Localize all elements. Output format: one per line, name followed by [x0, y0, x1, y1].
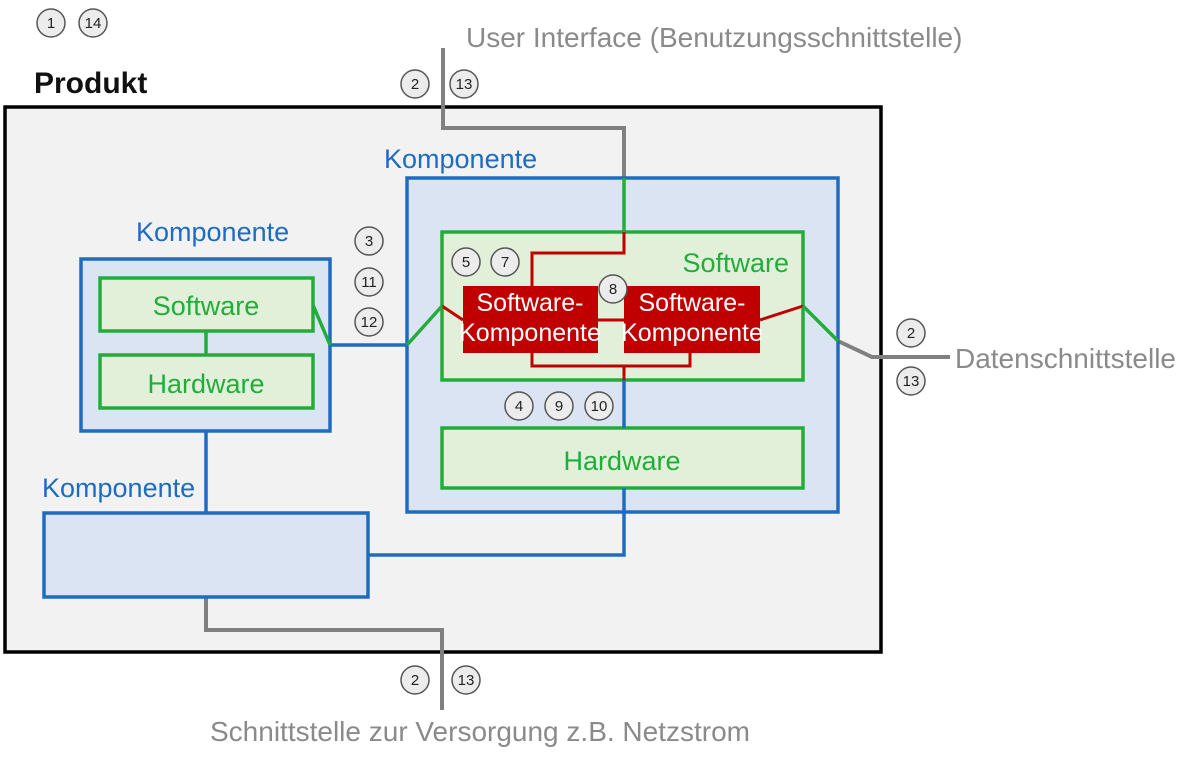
number-badge: 4	[504, 391, 534, 421]
svg-text:10: 10	[591, 398, 608, 415]
right-hardware-label: Hardware	[563, 446, 680, 476]
left-component-title: Komponente	[136, 217, 289, 247]
number-badge: 11	[354, 267, 384, 297]
svg-text:5: 5	[462, 254, 470, 271]
red-right-stub	[759, 304, 804, 322]
number-badge: 13	[449, 69, 479, 99]
left-sw-interface-link	[311, 304, 332, 346]
bottom-component-title: Komponente	[42, 473, 195, 503]
user-interface-label: User Interface (Benutzungsschnittstelle)	[466, 22, 962, 53]
svg-text:11: 11	[361, 274, 377, 291]
number-badge: 7	[490, 247, 520, 277]
svg-text:13: 13	[903, 373, 920, 390]
right-hw-to-bottom-link	[368, 488, 626, 557]
product-title: Produkt	[34, 67, 147, 100]
number-badge: 10	[584, 391, 614, 421]
left-software-block	[98, 276, 315, 333]
power-interface-line	[204, 597, 444, 710]
svg-text:1: 1	[47, 15, 55, 32]
data-interface-label: Datenschnittstelle	[955, 343, 1176, 374]
svg-text:2: 2	[411, 76, 419, 93]
number-badge: 5	[451, 247, 481, 277]
number-badge: 3	[354, 226, 384, 256]
software-component-1-line1: Software-	[477, 289, 584, 317]
right-hardware-block	[440, 426, 805, 490]
bottom-component-box	[42, 511, 370, 599]
number-badge: 9	[544, 391, 574, 421]
svg-text:4: 4	[515, 398, 523, 415]
number-badge: 2	[400, 69, 430, 99]
svg-text:13: 13	[456, 76, 473, 93]
software-component-2	[624, 286, 760, 353]
red-left-stub	[441, 304, 464, 322]
svg-text:2: 2	[411, 672, 419, 689]
number-badge: 14	[78, 8, 108, 38]
right-sw-interface-link-left	[405, 304, 444, 347]
software-component-2-line2: Komponente	[621, 319, 763, 347]
software-component-1-line2: Komponente	[459, 319, 601, 347]
number-badge: 2	[896, 318, 926, 348]
left-software-label: Software	[153, 291, 260, 321]
red-uplink	[530, 232, 626, 286]
red-downlink	[530, 353, 692, 368]
right-sw-interface-link-right	[801, 304, 840, 343]
software-component-2-line1: Software-	[639, 289, 746, 317]
svg-text:14: 14	[85, 15, 102, 32]
left-hardware-block	[98, 353, 315, 410]
svg-text:8: 8	[609, 281, 617, 298]
left-hardware-label: Hardware	[147, 369, 264, 399]
right-software-label: Software	[682, 248, 789, 278]
svg-text:12: 12	[361, 314, 378, 331]
right-component-title: Komponente	[384, 144, 537, 174]
number-badge: 1	[36, 8, 66, 38]
software-component-1	[463, 286, 598, 353]
svg-text:7: 7	[501, 254, 509, 271]
number-badge: 12	[354, 307, 384, 337]
svg-text:3: 3	[365, 233, 373, 250]
number-badge: 2	[400, 665, 430, 695]
svg-text:2: 2	[907, 325, 915, 342]
svg-text:13: 13	[458, 672, 475, 689]
power-interface-label: Schnittstelle zur Versorgung z.B. Netzst…	[210, 716, 750, 747]
data-interface-line	[837, 339, 950, 359]
svg-text:9: 9	[555, 398, 563, 415]
number-badge: 13	[896, 366, 926, 396]
number-badge: 13	[451, 665, 481, 695]
number-badge: 8	[598, 274, 628, 304]
